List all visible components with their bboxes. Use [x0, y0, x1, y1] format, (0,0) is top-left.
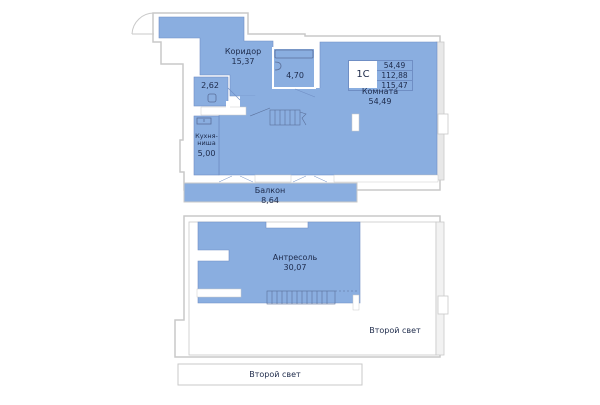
lower-floor — [131, 12, 449, 203]
room-name: Второй свет — [249, 370, 301, 379]
apartment-badge: 1С 54,49 112,88 115,47 — [348, 60, 413, 91]
second-light-strip — [177, 363, 363, 386]
total-area-balcony: 115,47 — [381, 81, 408, 90]
room-wc — [193, 76, 229, 107]
room-area: 2,62 — [201, 81, 219, 90]
label-wc: 2,62 — [195, 81, 225, 91]
room-area: 5,00 — [197, 149, 216, 158]
label-balcony: Балкон 8,64 — [240, 186, 300, 206]
label-bathroom: 4,70 — [275, 71, 315, 81]
room-name: Второй свет — [369, 326, 421, 335]
label-second-light: Второй свет — [360, 326, 430, 336]
room-name-line2: ниша — [197, 139, 216, 147]
label-second-light-strip: Второй свет — [240, 370, 310, 380]
room-antresol — [197, 221, 361, 304]
room-name: Коридор — [224, 47, 262, 56]
label-corridor: Коридор 15,37 — [218, 47, 268, 67]
staircase-upper — [266, 290, 358, 305]
apartment-type: 1С — [349, 61, 377, 88]
room-name: Балкон — [254, 186, 286, 195]
room-name: Комната — [361, 87, 399, 96]
label-antresol: Антресоль 30,07 — [260, 253, 330, 273]
room-name: Антресоль — [272, 253, 318, 262]
staircase — [249, 107, 307, 126]
room-area: 4,70 — [286, 71, 304, 80]
room-area: 30,07 — [283, 263, 307, 272]
room-area: 15,37 — [231, 57, 255, 66]
room-kitchen — [193, 115, 220, 176]
upper-floor — [174, 215, 449, 386]
area-values: 54,49 112,88 115,47 — [377, 61, 412, 90]
room-bathroom — [272, 47, 316, 89]
living-area: 54,49 — [377, 61, 412, 71]
total-area: 112,88 — [377, 71, 412, 81]
label-komnata: Комната 54,49 — [350, 87, 410, 107]
room-area: 54,49 — [368, 97, 392, 106]
room-area: 8,64 — [261, 196, 279, 205]
room-balcony — [183, 182, 358, 203]
label-kitchen: Кухня- ниша — [192, 133, 221, 147]
room-name-line1: Кухня- — [195, 132, 218, 140]
label-kitchen-area: 5,00 — [192, 149, 221, 159]
